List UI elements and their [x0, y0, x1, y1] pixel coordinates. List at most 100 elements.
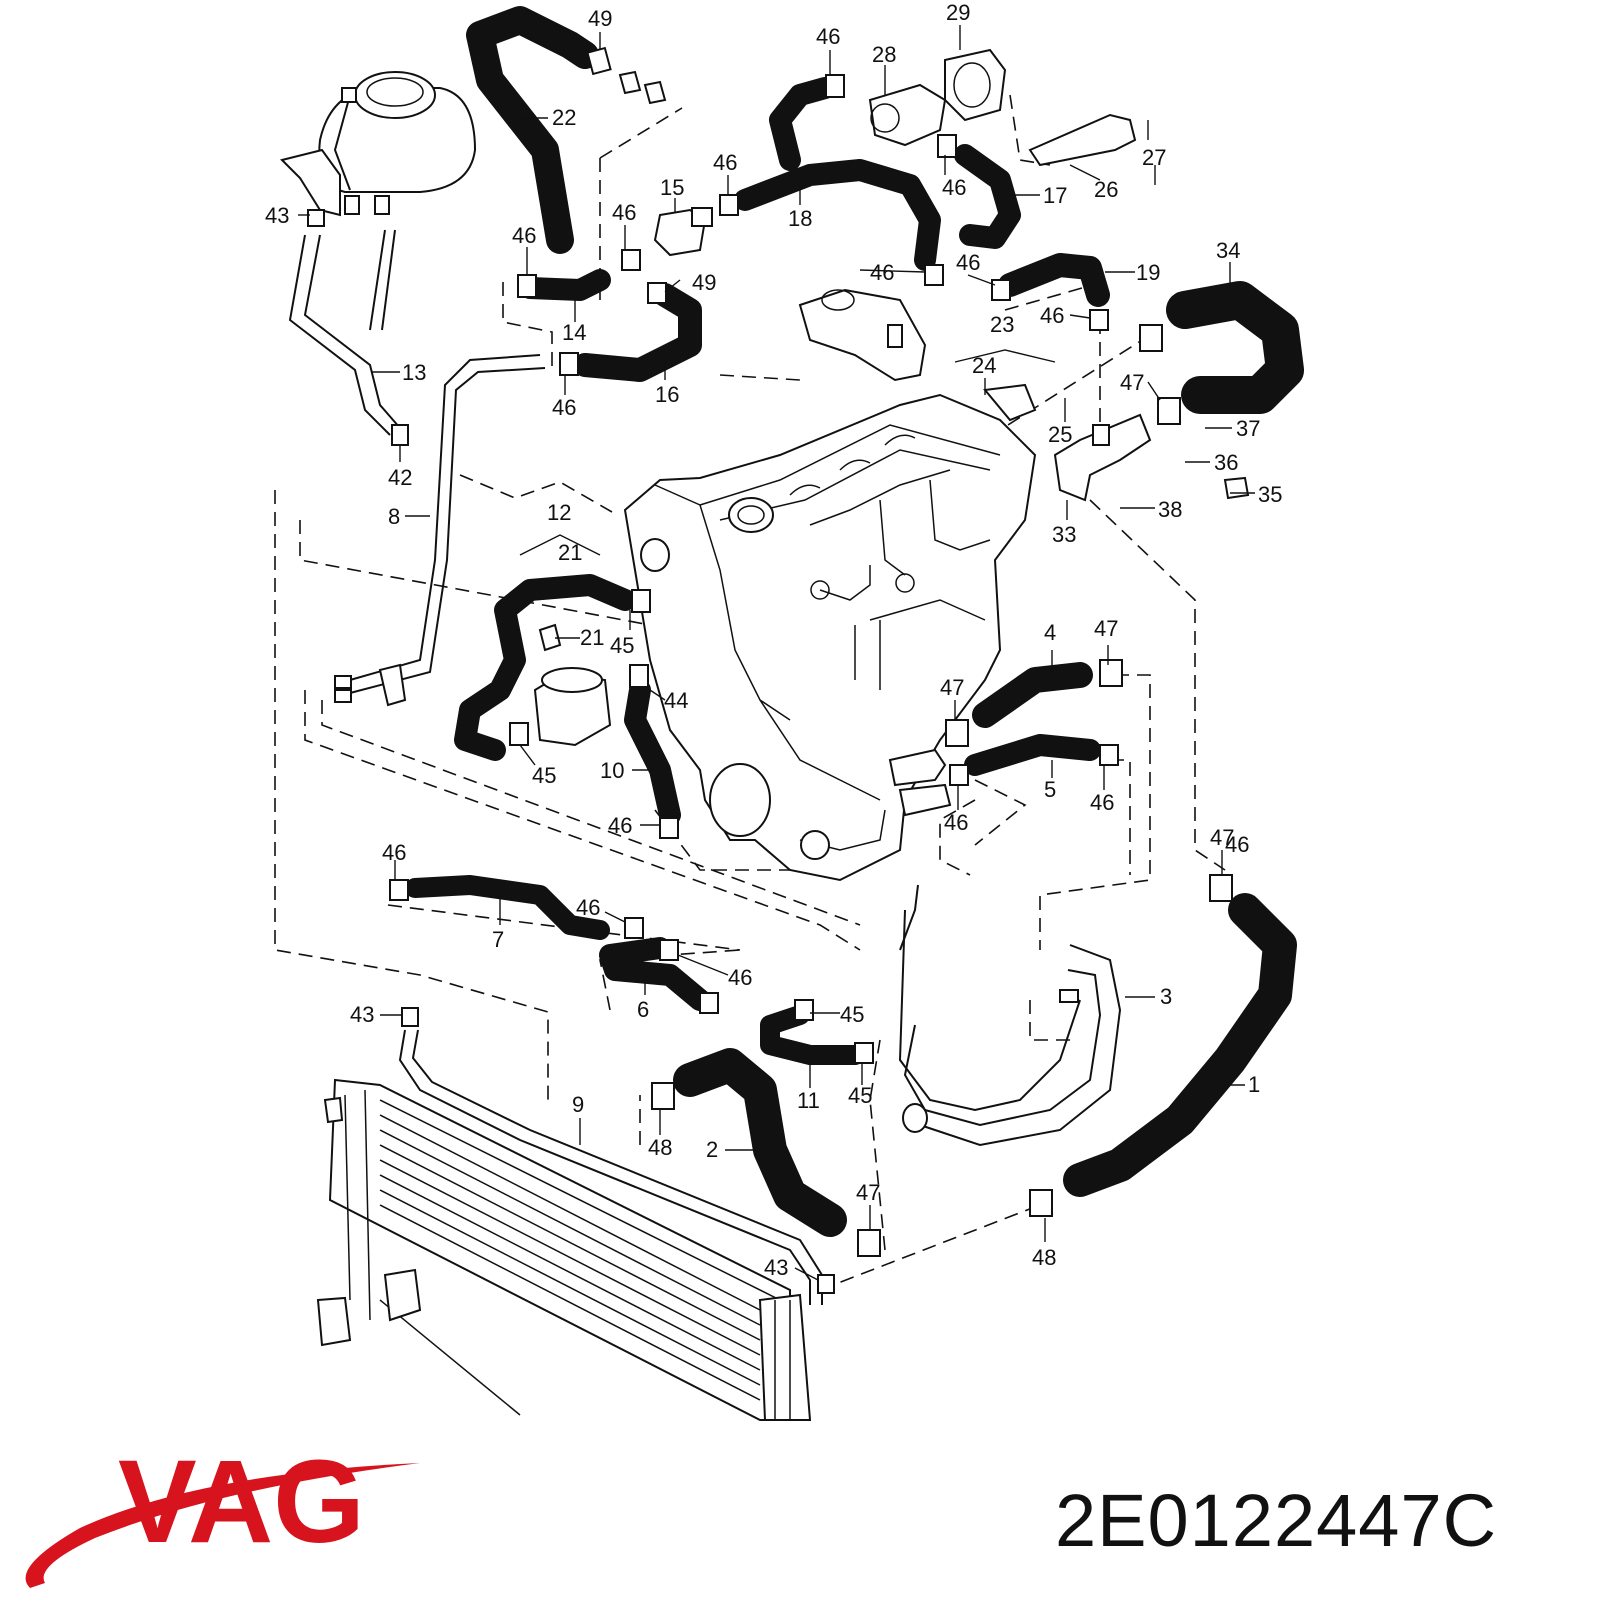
callout-42: 42: [388, 465, 412, 490]
callout-16: 16: [655, 382, 679, 407]
radiator: [316, 1078, 812, 1421]
callout-18: 18: [788, 206, 812, 231]
pipe-13-and-8: [288, 229, 546, 707]
thermostat-24: [983, 383, 1037, 422]
callout-15: 15: [660, 175, 684, 200]
callout-labels: 1 2 3 4 5 6 7 8 9 10 11 12 13 14 15 16 1…: [265, 0, 1282, 1280]
callout-43-bottom: 43: [764, 1255, 788, 1280]
engine-block: [623, 393, 1037, 882]
hose-11: [760, 1005, 865, 1065]
callout-48-a: 48: [648, 1135, 672, 1160]
callout-29: 29: [946, 0, 970, 25]
hose-2: [673, 1048, 847, 1237]
callout-23: 23: [990, 312, 1014, 337]
callout-5: 5: [1044, 777, 1056, 802]
callout-21-lower: 21: [580, 625, 604, 650]
expansion-tank: [280, 71, 477, 217]
callout-4: 4: [1044, 620, 1056, 645]
callout-47-a: 47: [1094, 616, 1118, 641]
callout-12: 12: [547, 500, 571, 525]
callout-43-top: 43: [265, 203, 289, 228]
auxiliary-parts: [533, 48, 1250, 747]
callout-43-middle: 43: [350, 1002, 374, 1027]
hose-22: [466, 6, 599, 254]
callout-46-d: 46: [512, 223, 536, 248]
vag-logo: VAG: [25, 1436, 421, 1588]
callout-34: 34: [1216, 238, 1240, 263]
hose-16: [573, 283, 702, 382]
dotted-hoses: [405, 6, 1304, 1237]
callout-8: 8: [388, 504, 400, 529]
callout-9: 9: [572, 1092, 584, 1117]
callout-46-h: 46: [956, 250, 980, 275]
callout-46-g: 46: [870, 260, 894, 285]
callout-22: 22: [552, 105, 576, 130]
water-pump-28: [868, 83, 947, 147]
callout-10: 10: [600, 758, 624, 783]
callout-3: 3: [1160, 984, 1172, 1009]
hose-17: [954, 144, 1021, 249]
callout-24: 24: [972, 353, 996, 378]
callout-36: 36: [1214, 450, 1238, 475]
callout-28: 28: [872, 42, 896, 67]
hose-18: [734, 159, 941, 271]
callout-46-l: 46: [944, 810, 968, 835]
callout-47-e: 47: [856, 1180, 880, 1205]
callout-1: 1: [1248, 1072, 1260, 1097]
callout-49-a: 49: [588, 6, 612, 31]
logo-wordmark: VAG: [118, 1436, 365, 1568]
hose-34: [1166, 281, 1304, 414]
callout-26: 26: [1094, 177, 1118, 202]
callout-45-d: 45: [848, 1083, 872, 1108]
callout-46-m: 46: [382, 840, 406, 865]
callout-49-b: 49: [692, 270, 716, 295]
hose-14: [519, 269, 611, 301]
callout-46-a: 46: [816, 24, 840, 49]
callout-46-j: 46: [608, 813, 632, 838]
callout-48-b: 48: [1032, 1245, 1056, 1270]
callout-46-i: 46: [1040, 303, 1064, 328]
hose-4: [972, 662, 1093, 728]
bracket-21: [538, 623, 562, 652]
callout-44: 44: [664, 688, 688, 713]
callout-leader-lines: [298, 25, 1255, 1281]
callout-45-a: 45: [610, 633, 634, 658]
callout-11: 11: [797, 1088, 820, 1113]
callout-7: 7: [492, 927, 504, 952]
hose-5: [964, 734, 1101, 776]
hose-19: [998, 253, 1110, 307]
callout-46-k: 46: [1090, 790, 1114, 815]
callout-13: 13: [402, 360, 426, 385]
hose-18-upper: [769, 77, 836, 171]
hose-1: [1063, 893, 1297, 1197]
callout-47-d: 47: [1210, 825, 1234, 850]
callout-45-c: 45: [840, 1002, 864, 1027]
callout-46-e: 46: [552, 395, 576, 420]
hose-7: [405, 875, 610, 940]
callout-46-b: 46: [713, 150, 737, 175]
hose-6: [599, 937, 711, 1011]
callout-33: 33: [1052, 522, 1076, 547]
hose-12-21: [454, 574, 636, 761]
callout-14: 14: [562, 320, 586, 345]
callout-45-b: 45: [532, 763, 556, 788]
callout-2: 2: [706, 1137, 718, 1162]
callout-25: 25: [1048, 422, 1072, 447]
callout-46-c: 46: [612, 200, 636, 225]
callout-21-upper: 21: [558, 540, 582, 565]
callout-46-p: 46: [1225, 832, 1249, 857]
callout-17: 17: [1043, 183, 1067, 208]
hose-10: [624, 679, 681, 826]
bracket-26: [1028, 113, 1137, 167]
callout-47-c: 47: [1120, 370, 1144, 395]
part-number: 2E0122447C: [1055, 1479, 1498, 1562]
callout-6: 6: [637, 997, 649, 1022]
callout-38: 38: [1158, 497, 1182, 522]
cooler-23: [798, 288, 927, 382]
temperature-sensor-35: [1223, 476, 1250, 500]
callout-47-b: 47: [940, 675, 964, 700]
callout-46-f: 46: [942, 175, 966, 200]
hose-clamps: [307, 46, 1233, 1294]
hose-3: [898, 884, 1122, 1147]
